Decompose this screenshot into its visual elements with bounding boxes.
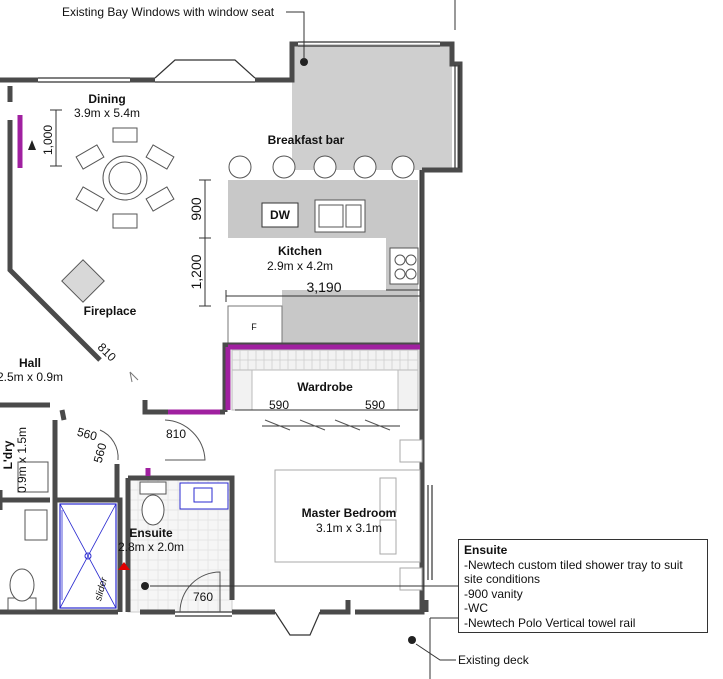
vanity-basin [193, 487, 213, 503]
wardrobe-tiles [231, 349, 419, 411]
dim-1000: 1,000 [41, 125, 55, 155]
door-810-hall: 810 [166, 427, 186, 441]
north-marker [118, 562, 130, 570]
dim-900: 900 [188, 197, 204, 221]
hall-arrow [129, 371, 139, 383]
bay-window-label: Existing Bay Windows with window seat [62, 5, 275, 19]
dw-label: DW [270, 208, 291, 222]
door-560-b: 560 [91, 441, 110, 464]
dining-table [75, 127, 175, 229]
ensuite-wc [139, 481, 167, 526]
ensuite-size: 2.8m x 2.0m [118, 540, 184, 554]
cooktop [389, 247, 419, 285]
sink [314, 199, 366, 233]
marker-ensuite [141, 582, 149, 590]
bay-seat-area [292, 44, 452, 170]
master-size: 3.1m x 3.1m [316, 521, 382, 535]
ensuite-name: Ensuite [129, 526, 173, 540]
fireplace-label: Fireplace [84, 304, 137, 318]
notes-line: -Newtech Polo Vertical towel rail [464, 615, 636, 630]
door-760: 760 [193, 590, 213, 604]
notes-line: -WC [464, 601, 488, 615]
doors [99, 419, 391, 613]
kitchen-size: 2.9m x 4.2m [267, 259, 333, 273]
dim-1200: 1,200 [188, 254, 204, 289]
windows [38, 41, 460, 636]
laundry-machine [17, 461, 49, 493]
bed [274, 439, 423, 591]
dimension-lines [50, 109, 421, 307]
laundry-size: 0.9m x 1.5m [15, 427, 29, 493]
wardrobe-label: Wardrobe [297, 380, 353, 394]
kitchen-name: Kitchen [278, 244, 322, 258]
notes-line: site conditions [464, 572, 541, 586]
wardrobe-590-right: 590 [365, 398, 385, 412]
existing-deck-label: Existing deck [458, 653, 530, 667]
dim-3190: 3,190 [306, 279, 341, 295]
notes-title: Ensuite [464, 543, 508, 557]
marker-bay [300, 58, 308, 66]
leader-lines [150, 11, 458, 661]
dishwasher [261, 202, 299, 228]
ensuite-notes: Ensuite -Newtech custom tiled shower tra… [458, 539, 708, 633]
fridge-label: F [251, 322, 257, 332]
dining-size: 3.9m x 5.4m [74, 106, 140, 120]
dining-name: Dining [88, 92, 125, 106]
new-walls-highlight [17, 115, 420, 476]
marker-deck [408, 636, 416, 644]
wardrobe-590-left: 590 [269, 398, 289, 412]
laundry-name: L'dry [1, 440, 15, 469]
notes-line: -900 vanity [464, 586, 523, 601]
hall-size: 2.5m x 0.9m [0, 370, 63, 384]
notes-line: -Newtech custom tiled shower tray to sui… [464, 557, 683, 572]
breakfast-stools [228, 155, 415, 179]
walls [0, 41, 463, 615]
fireplace-symbol [61, 259, 105, 303]
kitchen-back-bench [282, 290, 418, 348]
master-name: Master Bedroom [302, 506, 397, 520]
fridge-space [227, 305, 283, 349]
dining-arrow [28, 140, 36, 150]
door-560-a: 560 [76, 425, 99, 444]
laundry-tub [24, 509, 48, 541]
hall-name: Hall [19, 356, 41, 370]
breakfast-bar-label: Breakfast bar [268, 133, 345, 147]
laundry-wc [7, 568, 37, 611]
outline-lines [235, 0, 458, 679]
shower [59, 503, 117, 609]
